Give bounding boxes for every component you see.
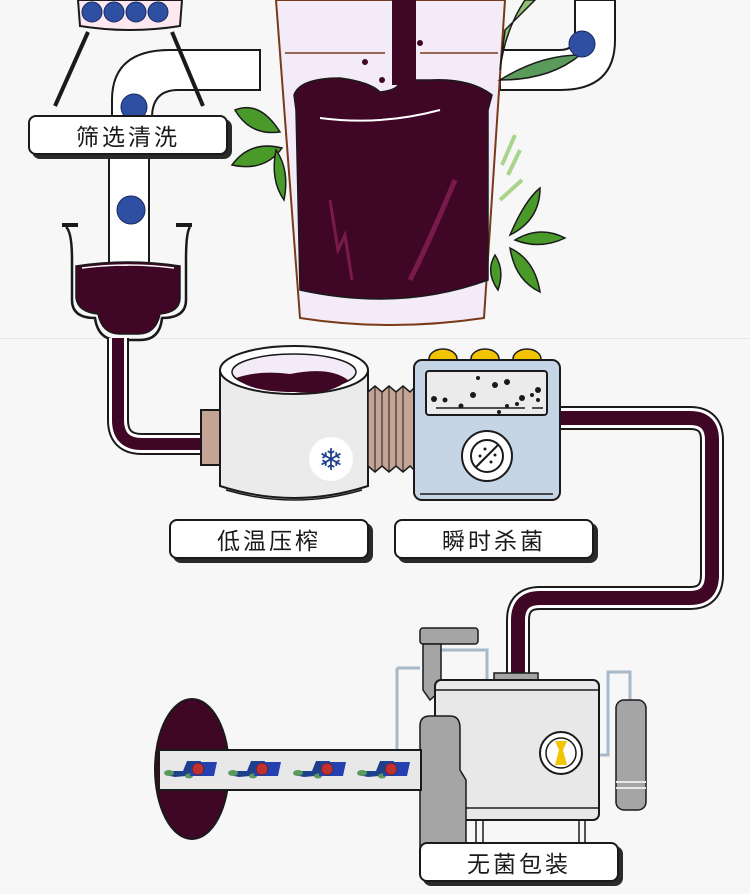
- no-bacteria-icon: [461, 430, 513, 482]
- product-pack: [164, 761, 217, 779]
- step-label-wash: 筛选清洗: [28, 115, 228, 155]
- wash-feed-pipe: [111, 49, 261, 121]
- section-divider: [0, 338, 750, 339]
- product-pack: [228, 761, 281, 779]
- aseptic-packer: [395, 627, 647, 851]
- step-label-press: 低温压榨: [169, 519, 369, 559]
- product-pack: [293, 761, 346, 779]
- product-pack: [357, 761, 410, 779]
- cold-press-machine: ❄: [200, 345, 369, 501]
- blueberries-in-basket: [81, 1, 169, 23]
- wash-chute: [108, 152, 150, 264]
- step-label-sterilize: 瞬时杀菌: [394, 519, 594, 559]
- leaves-left: [230, 106, 287, 202]
- juice-glass: [274, 0, 507, 326]
- packer-hopper-top: [419, 627, 479, 645]
- sieve-basket: [53, 0, 205, 107]
- snowflake-icon: ❄: [318, 443, 343, 478]
- flash-sterilizer: [413, 348, 561, 501]
- blueberry: [116, 195, 146, 225]
- product-packs: [164, 761, 410, 779]
- bellows-connector: [367, 385, 415, 473]
- step-label-pack: 无菌包装: [419, 842, 619, 882]
- collection-funnel: [62, 223, 192, 342]
- leaves-right: [489, 0, 596, 294]
- side-tank: [615, 699, 647, 811]
- juice-pipe-2: [506, 406, 724, 680]
- snowflake-badge: [309, 437, 353, 481]
- juice-pipe-1: [107, 338, 205, 455]
